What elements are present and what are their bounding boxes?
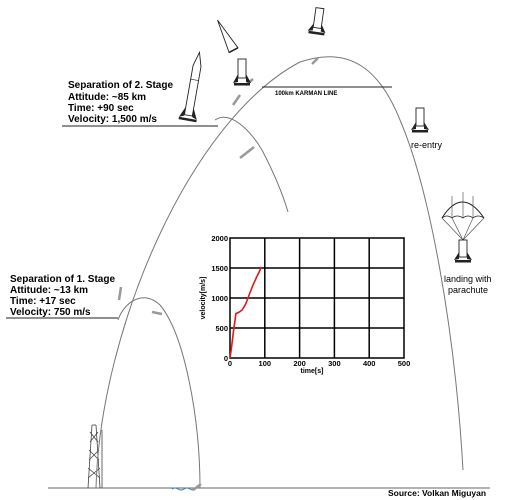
water-mark bbox=[171, 487, 197, 491]
chart-x-axis-label: time[s] bbox=[301, 368, 324, 375]
reentry-label: re-entry bbox=[411, 140, 443, 150]
parachute-icon bbox=[441, 192, 485, 263]
chart-x-tick-label: 300 bbox=[328, 359, 341, 368]
stage2-title: Separation of 2. Stage bbox=[68, 80, 173, 91]
payload-icon-reentry bbox=[411, 107, 429, 133]
velocity-series-line bbox=[229, 266, 263, 359]
karman-line-label: 100km KARMAN LINE bbox=[275, 91, 337, 97]
velocity-chart: 0 100 200 300 400 500 0 500 1000 1500 2000 time[s]… bbox=[200, 234, 410, 375]
chart-y-tick-label: 1000 bbox=[211, 294, 228, 303]
stage2-velocity: Velocity: 1,500 m/s bbox=[68, 114, 157, 125]
chart-y-tick-label: 1500 bbox=[211, 264, 228, 273]
source-credit: Source: Volkan Miguyan bbox=[388, 488, 486, 498]
nose-cone-icon bbox=[217, 19, 239, 54]
stage1-attitude: Attitude: ~13 km bbox=[10, 285, 88, 296]
trajectory-markers bbox=[117, 57, 319, 491]
chart-x-tick-label: 200 bbox=[293, 359, 306, 368]
chart-x-tick-label: 100 bbox=[259, 359, 272, 368]
landing-label-line1: landing with bbox=[444, 274, 492, 284]
chart-y-tick-label: 2000 bbox=[211, 234, 228, 243]
chart-y-axis-label: velocity[m/s] bbox=[200, 277, 207, 320]
launch-tower-icon bbox=[87, 424, 103, 489]
stage1-time: Time: +17 sec bbox=[10, 296, 76, 307]
stage1-title: Separation of 1. Stage bbox=[10, 274, 115, 285]
chart-x-tick-label: 500 bbox=[398, 359, 411, 368]
second-stage-trajectory-curve bbox=[214, 116, 289, 213]
landing-label-line2: parachute bbox=[448, 285, 488, 295]
payload-icon-apogee bbox=[307, 7, 326, 36]
chart-grid bbox=[230, 238, 404, 358]
stage1-velocity: Velocity: 750 m/s bbox=[10, 307, 91, 318]
stage2-time: Time: +90 sec bbox=[68, 103, 134, 114]
chart-x-tick-label: 0 bbox=[228, 359, 232, 368]
rocket-full-icon bbox=[178, 50, 202, 123]
chart-x-tick-label: 400 bbox=[363, 359, 376, 368]
chart-y-tick-label: 500 bbox=[215, 324, 228, 333]
first-stage-trajectory-curve bbox=[117, 297, 201, 489]
stage2-attitude: Attitude: ~85 km bbox=[68, 92, 146, 103]
chart-ticks: 0 100 200 300 400 500 0 500 1000 1500 2000 bbox=[211, 234, 410, 368]
main-trajectory-curve bbox=[95, 56, 464, 489]
payload-icon-1 bbox=[233, 58, 251, 86]
chart-y-tick-label: 0 bbox=[224, 354, 228, 363]
